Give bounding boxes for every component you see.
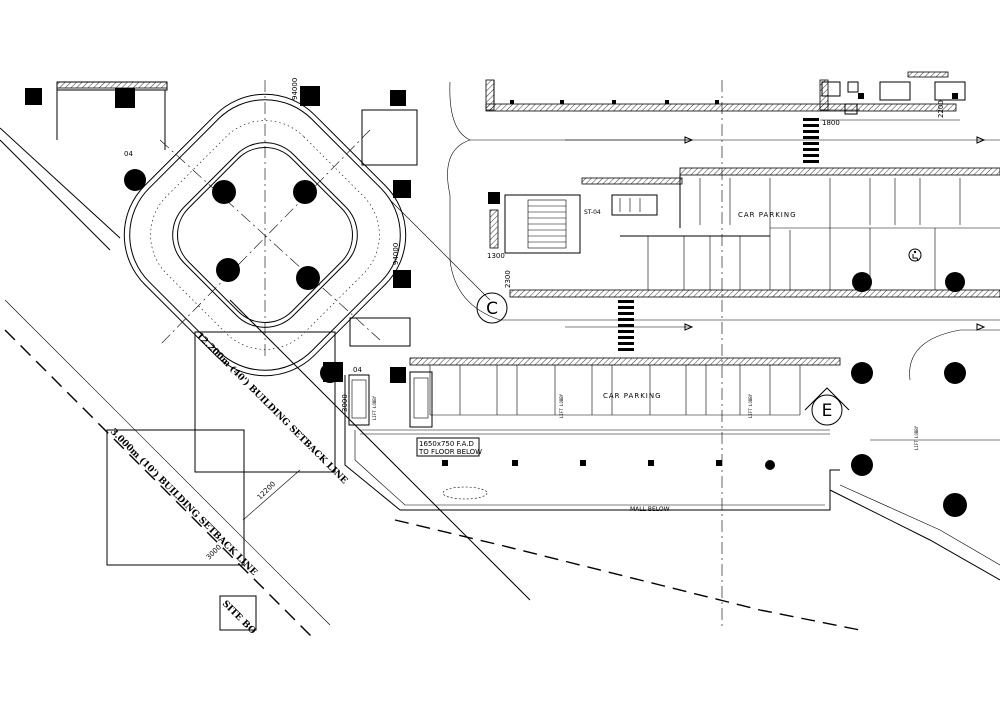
lift-lobby-label: LIFT LOBBY: [748, 393, 753, 418]
top-parking-strip: [485, 79, 957, 112]
structure-outlines: [56, 81, 491, 631]
car-parking-lower: CAR PARKING: [603, 392, 662, 400]
grid-bubble-c: C: [476, 292, 508, 324]
lift-lobby-labels: LIFT LOBBY LIFT LOBBY LIFT LOBBY LIFT LO…: [372, 393, 919, 450]
setback-outer-label: 3.000m (10') BUILDING SETBACK LINE: [108, 426, 260, 578]
fad-callout: 1650x750 F.A.D TO FLOOR BELOW: [416, 437, 482, 457]
dim-3000-a: 3000: [341, 394, 349, 412]
lift-lobby-label: LIFT LOBBY: [372, 395, 377, 420]
pedestrian-crossings: [618, 118, 819, 351]
small-columns: [442, 100, 722, 466]
planter-outline: [442, 486, 488, 500]
road-curves: [264, 80, 1000, 630]
mall-below-label: MALL BELOW: [630, 506, 670, 513]
lower-parking-block: [348, 357, 841, 428]
stair-label: ST-04: [584, 209, 601, 216]
right-columns: [765, 272, 967, 517]
dim-04-a: 04: [124, 150, 133, 158]
ring-columns: [124, 129, 381, 383]
arrow-right-icon: [565, 136, 986, 331]
dim-12200: 12200: [256, 480, 277, 501]
mall-boundary: [344, 329, 1000, 631]
dim-2200: 2200: [937, 100, 945, 118]
grid-bubble-e-label: E: [822, 401, 833, 421]
stair-core: ST-04: [488, 192, 658, 254]
setback-lines: [0, 127, 531, 641]
car-parking-upper: CAR PARKING: [738, 211, 797, 219]
dim-1300: 1300: [487, 252, 505, 260]
dimension-labels: 1800 2200 1300 2300 3000 3000 12200 9400…: [124, 78, 945, 562]
grid-bubble-c-label: C: [486, 299, 498, 319]
dim-2300: 2300: [504, 270, 512, 288]
dim-04-b: 04: [353, 366, 362, 374]
dim-1800: 1800: [822, 119, 840, 127]
dim-94000-b: 94000: [291, 78, 299, 100]
grid-bubble-e: E: [804, 387, 850, 426]
wheelchair-icon: [908, 248, 922, 262]
middle-parking-block: [509, 167, 1000, 298]
site-boundary-label: SITE BO: [220, 599, 258, 637]
fad-line2: TO FLOOR BELOW: [418, 448, 482, 456]
lift-lobby-label: LIFT LOBBY: [559, 393, 564, 418]
square-columns: [25, 86, 411, 383]
dim-94000-a: 94000: [392, 243, 400, 265]
fad-line1: 1650x750 F.A.D: [419, 440, 474, 448]
setback-inner-label: 12.200m (40') BUILDING SETBACK LINE: [194, 330, 350, 486]
lift-lobby-label: LIFT LOBBY: [914, 425, 919, 450]
